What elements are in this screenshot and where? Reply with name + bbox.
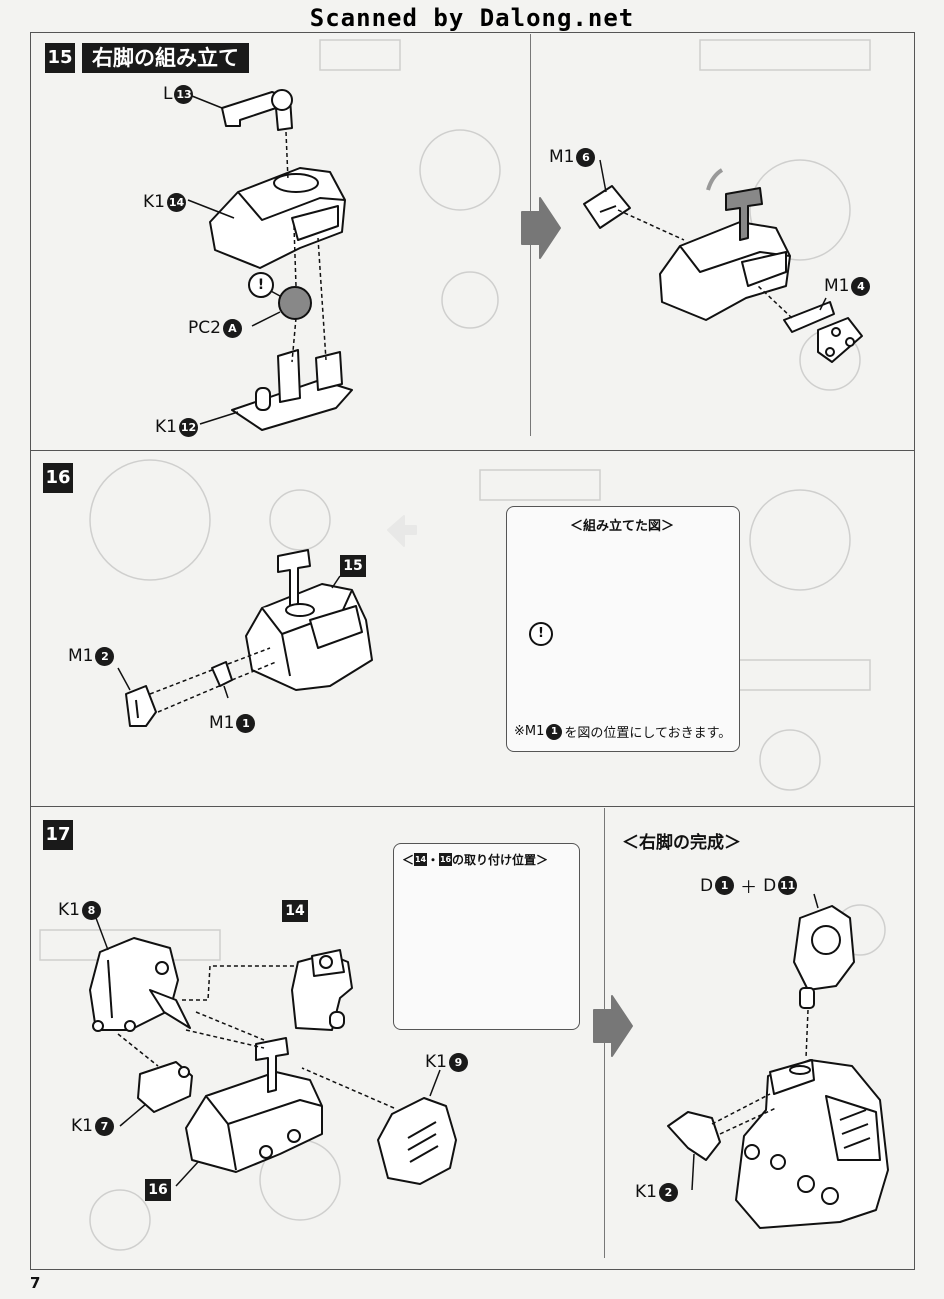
mounting-position-callout bbox=[393, 843, 580, 1030]
divider-16-17 bbox=[30, 806, 915, 807]
part-number-badge: 1 bbox=[236, 713, 256, 733]
part-number-badge: 1 bbox=[546, 723, 563, 740]
step-ref-15: 15 bbox=[340, 555, 366, 577]
step-ref-16: 16 bbox=[145, 1179, 171, 1201]
part-number-badge: 9 bbox=[448, 1052, 468, 1072]
part-number-badge: 2 bbox=[95, 646, 115, 666]
part-number-badge: 13 bbox=[174, 84, 194, 104]
scan-credit: Scanned by Dalong.net bbox=[309, 4, 635, 32]
part-number-badge: 2 bbox=[658, 1182, 678, 1202]
step-15-number: 15 bbox=[45, 43, 75, 73]
step-15-title: 右脚の組み立て bbox=[82, 43, 249, 73]
part-number-badge: 12 bbox=[178, 417, 198, 437]
part-number-badge: 14 bbox=[166, 192, 186, 212]
warning-icon: ! bbox=[248, 272, 274, 298]
page-frame bbox=[30, 32, 915, 1270]
part-number-badge: 6 bbox=[576, 147, 596, 167]
part-number-badge: A bbox=[222, 318, 242, 338]
warning-icon: ! bbox=[529, 622, 553, 646]
part-number-badge: 8 bbox=[81, 900, 101, 920]
part-number-badge: 7 bbox=[94, 1116, 114, 1136]
step-16-number: 16 bbox=[43, 463, 73, 493]
divider-15-16 bbox=[30, 450, 915, 451]
page-number: 7 bbox=[30, 1274, 41, 1292]
part-number-badge: 4 bbox=[851, 276, 871, 296]
step-ref-14: 14 bbox=[282, 900, 308, 922]
callout-title: ＜組み立てた図＞ bbox=[570, 519, 675, 534]
part-number-badge: 11 bbox=[778, 876, 798, 895]
complete-title: ＜右脚の完成＞ bbox=[622, 833, 741, 853]
part-number-badge: 1 bbox=[715, 876, 735, 895]
step-17-number: 17 bbox=[43, 820, 73, 850]
